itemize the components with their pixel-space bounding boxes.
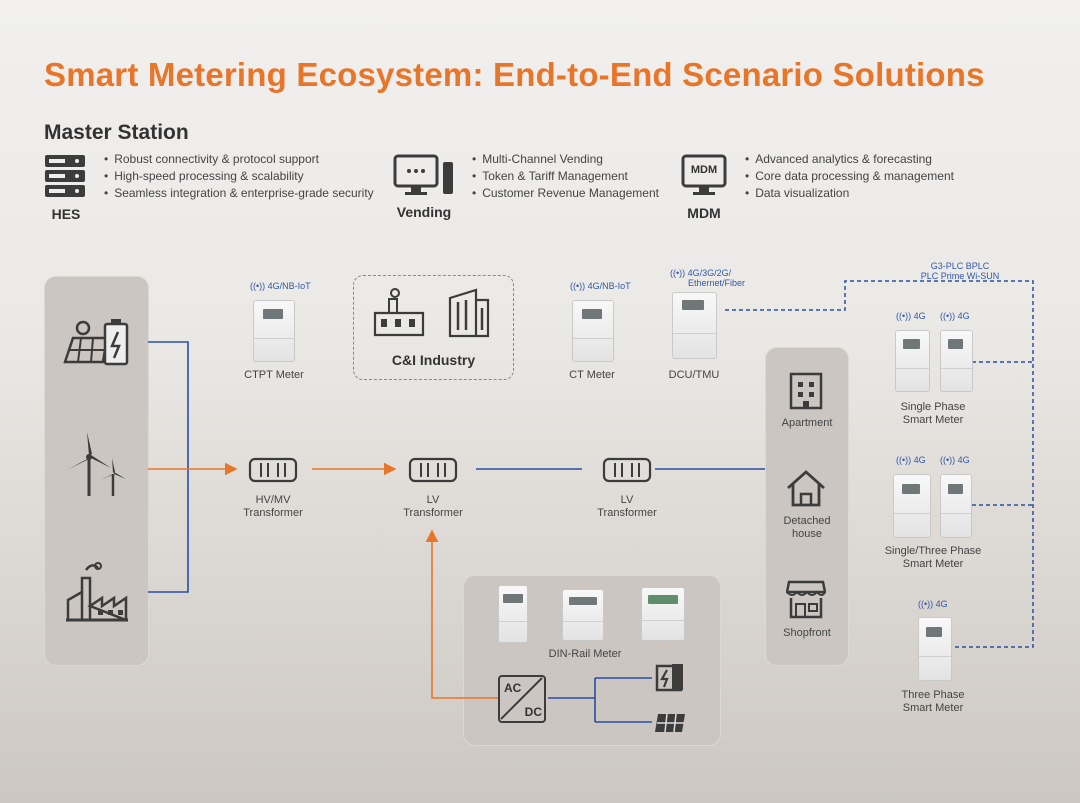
- ac-label: AC: [504, 681, 522, 695]
- signal-icon: ((•)): [940, 455, 956, 465]
- plc-label: G3-PLC BPLC PLC Prime Wi-SUN: [920, 261, 1000, 281]
- consumer-panel: [765, 347, 849, 666]
- mdm-icon-text: MDM: [690, 164, 718, 176]
- ac-dc-inverter-icon: AC DC: [498, 675, 546, 723]
- hes-bullet: Robust connectivity & protocol support: [104, 151, 374, 168]
- apartment-label: Apartment: [781, 417, 833, 429]
- detached-house-label-line2: house: [792, 528, 822, 540]
- page-title: Smart Metering Ecosystem: End-to-End Sce…: [44, 56, 985, 93]
- wind-turbine-icon: [65, 432, 129, 498]
- house-icon: [785, 468, 827, 508]
- lv-transformer-icon: [601, 456, 653, 484]
- hes-bullet: High-speed processing & scalability: [104, 168, 374, 185]
- single-phase-signal: ((•)) 4G: [896, 311, 926, 321]
- single-phase-meter-image: [940, 330, 973, 392]
- dcu-signal: ((•)) 4G/3G/2G/ Ethernet/Fiber: [670, 268, 746, 288]
- mdm-monitor-icon: MDM: [681, 154, 727, 198]
- ct-meter-label: CT Meter: [569, 369, 615, 381]
- lv-transformer-icon: [407, 456, 459, 484]
- dc-label: DC: [524, 705, 542, 719]
- ci-industry-box: [353, 275, 514, 380]
- hes-bullets: Robust connectivity & protocol support H…: [104, 151, 374, 202]
- single-three-label: Single/Three Phase Smart Meter: [884, 545, 982, 570]
- office-building-icon: [446, 288, 492, 338]
- din-rail-meter-image: [562, 589, 604, 641]
- shopfront-icon: [786, 578, 826, 620]
- dcu-image: [672, 292, 717, 359]
- solar-panel-icon: [654, 712, 686, 734]
- mdm-bullet: Core data processing & management: [745, 168, 954, 185]
- single-three-signal: ((•)) 4G: [896, 455, 926, 465]
- mdm-bullet: Advanced analytics & forecasting: [745, 151, 954, 168]
- ct-signal: ((•)) 4G/NB-IoT: [570, 281, 631, 291]
- hvmv-transformer-icon: [247, 456, 299, 484]
- dcu-label: DCU/TMU: [668, 369, 720, 381]
- din-rail-meter-label: DIN-Rail Meter: [548, 648, 622, 660]
- hes-bullet: Seamless integration & enterprise-grade …: [104, 185, 373, 202]
- three-phase-meter-image: [918, 617, 952, 681]
- vending-bullets: Multi-Channel Vending Token & Tariff Man…: [472, 151, 659, 202]
- ctpt-meter-image: [253, 300, 295, 362]
- apartment-icon: [788, 371, 824, 411]
- vending-bullet: Token & Tariff Management: [472, 168, 659, 185]
- three-phase-label: Three Phase Smart Meter: [901, 689, 965, 714]
- factory-icon: [64, 560, 130, 622]
- single-phase-signal: ((•)) 4G: [940, 311, 970, 321]
- master-station-heading: Master Station: [44, 121, 189, 144]
- factory-building-icon: [373, 287, 425, 337]
- mdm-bullets: Advanced analytics & forecasting Core da…: [745, 151, 954, 202]
- mdm-label: MDM: [687, 205, 721, 221]
- vending-bullet: Customer Revenue Management: [472, 185, 659, 202]
- signal-icon: ((•)): [896, 311, 912, 321]
- single-three-meter-image: [893, 474, 931, 538]
- ctpt-signal: ((•)) 4G/NB-IoT: [250, 281, 311, 291]
- ct-meter-image: [572, 300, 614, 362]
- ctpt-meter-label: CTPT Meter: [244, 369, 304, 381]
- signal-icon: ((•)): [918, 599, 934, 609]
- three-phase-signal: ((•)) 4G: [918, 599, 948, 609]
- signal-icon: ((•)): [570, 281, 586, 291]
- solar-battery-icon: [63, 316, 131, 368]
- single-phase-meter-image: [895, 330, 930, 392]
- signal-icon: ((•)): [940, 311, 956, 321]
- single-three-meter-image: [940, 474, 972, 538]
- lv-transformer-label: LV Transformer: [403, 494, 463, 519]
- detached-house-label: Detached house: [783, 515, 831, 540]
- server-icon: [44, 154, 86, 198]
- hes-label: HES: [51, 206, 81, 222]
- din-rail-meter-image: [498, 585, 528, 643]
- vending-bullet: Multi-Channel Vending: [472, 151, 659, 168]
- hvmv-transformer-label: HV/MV Transformer: [243, 494, 303, 519]
- din-rail-meter-image: [641, 587, 685, 641]
- vending-terminal-icon: [393, 154, 457, 200]
- plc-label-line2: PLC Prime Wi-SUN: [920, 271, 1000, 281]
- signal-icon: ((•)): [670, 268, 686, 278]
- mdm-bullet: Data visualization: [745, 185, 954, 202]
- single-phase-label: Single Phase Smart Meter: [900, 401, 966, 426]
- vending-label: Vending: [396, 204, 452, 220]
- ci-industry-label: C&I Industry: [391, 352, 476, 368]
- dcu-signal-line2: Ethernet/Fiber: [688, 278, 746, 288]
- shopfront-label: Shopfront: [783, 627, 831, 639]
- battery-icon: [655, 662, 685, 692]
- signal-icon: ((•)): [896, 455, 912, 465]
- single-three-signal: ((•)) 4G: [940, 455, 970, 465]
- signal-icon: ((•)): [250, 281, 266, 291]
- lv-transformer-label: LV Transformer: [597, 494, 657, 519]
